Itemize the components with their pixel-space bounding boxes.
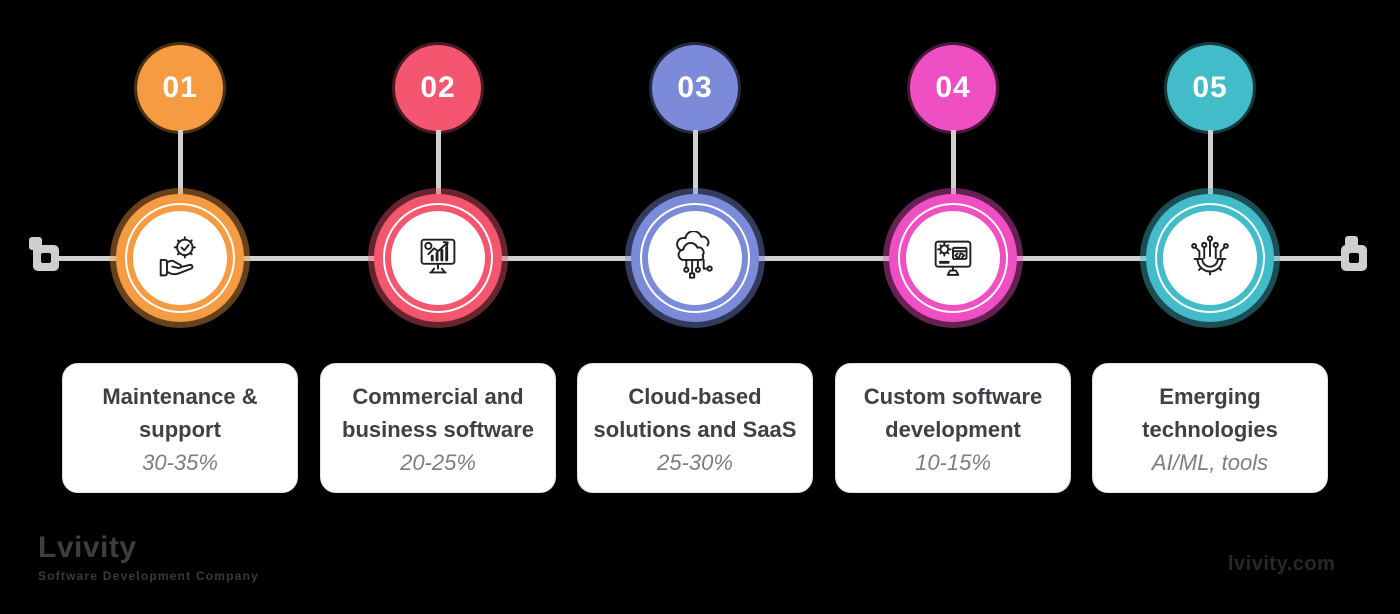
step-value: 20-25%	[400, 450, 476, 475]
monitor-code-gear-icon	[906, 211, 1000, 305]
step-title: Commercial and business software	[342, 384, 534, 442]
endcap-hole	[41, 253, 51, 263]
timeline-step-2: 02 Commercial an	[309, 0, 567, 614]
step-card: Commercial and business software 20-25%	[320, 363, 556, 493]
company-logo: Lvivity Software Development Company	[38, 532, 259, 583]
step-number: 03	[677, 71, 713, 104]
endcap-square	[1341, 245, 1367, 271]
timeline-step-4: 04	[824, 0, 1082, 614]
step-icon-circle	[116, 194, 244, 322]
connector-line	[692, 130, 698, 197]
step-value: 25-30%	[657, 450, 733, 475]
hand-gear-check-icon	[133, 211, 227, 305]
step-title: Emerging technologies	[1142, 384, 1278, 442]
logo-wordmark: Lvivity	[38, 531, 137, 564]
step-title: Cloud-based solutions and SaaS	[593, 384, 797, 442]
step-icon-circle	[374, 194, 502, 322]
step-number-badge: 04	[910, 45, 996, 131]
logo-tagline: Software Development Company	[38, 568, 259, 583]
step-value: 10-15%	[915, 450, 991, 475]
step-card: Maintenance & support 30-35%	[62, 363, 298, 493]
step-number: 05	[1192, 71, 1228, 104]
step-title: Custom software development	[863, 384, 1043, 442]
step-number-badge: 01	[137, 45, 223, 131]
connector-line	[1207, 130, 1213, 197]
step-value: 30-35%	[142, 450, 218, 475]
timeline-step-5: 05 Emerging tech	[1081, 0, 1339, 614]
step-card: Custom software development 10-15%	[835, 363, 1071, 493]
cloud-network-icon	[648, 211, 742, 305]
monitor-analytics-icon	[391, 211, 485, 305]
timeline-step-3: 03 Cloud-based solutions and SaaS 25-30%	[566, 0, 824, 614]
endcap-hole	[1349, 253, 1359, 263]
endcap-square	[33, 245, 59, 271]
step-icon-circle	[631, 194, 759, 322]
gear-circuit-icon	[1163, 211, 1257, 305]
step-number: 01	[162, 71, 198, 104]
step-number: 04	[935, 71, 971, 104]
connector-line	[177, 130, 183, 197]
step-value: AI/ML, tools	[1151, 450, 1269, 475]
connector-line	[435, 130, 441, 197]
step-number-badge: 05	[1167, 45, 1253, 131]
step-card: Emerging technologies AI/ML, tools	[1092, 363, 1328, 493]
step-number-badge: 03	[652, 45, 738, 131]
timeline-step-1: 01 Maintenance & support 30-35%	[51, 0, 309, 614]
step-card: Cloud-based solutions and SaaS 25-30%	[577, 363, 813, 493]
step-icon-circle	[889, 194, 1017, 322]
connector-line	[950, 130, 956, 197]
step-number: 02	[420, 71, 456, 104]
step-title: Maintenance & support	[102, 384, 258, 442]
watermark-text: lvivity.com	[1228, 553, 1336, 575]
step-number-badge: 02	[395, 45, 481, 131]
step-icon-circle	[1146, 194, 1274, 322]
